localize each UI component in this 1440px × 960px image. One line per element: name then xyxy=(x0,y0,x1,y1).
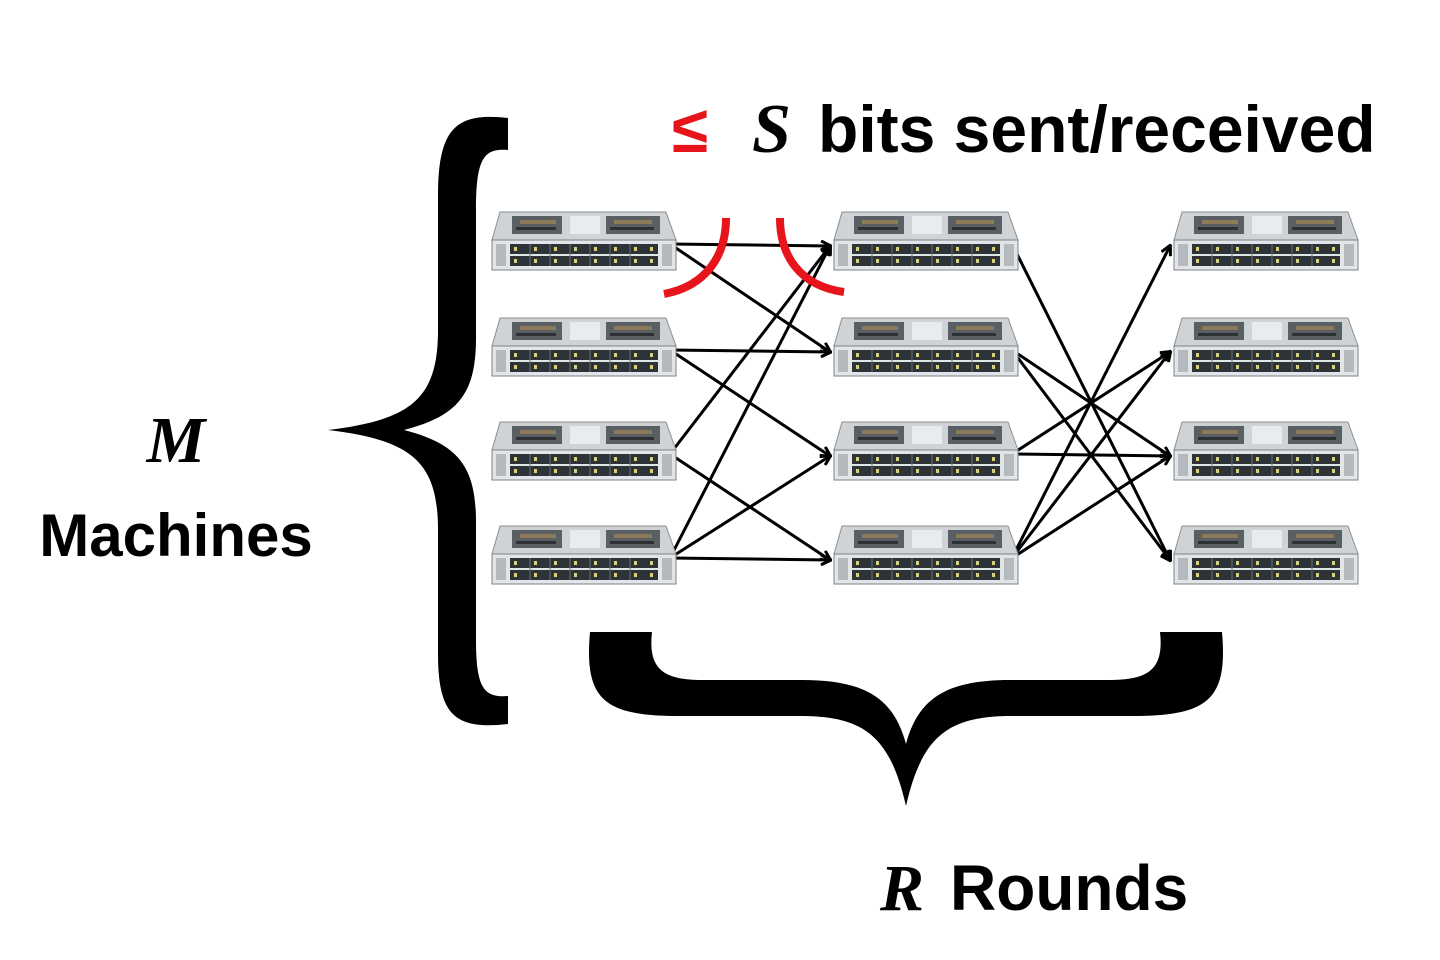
bandwidth-text: bits sent/received xyxy=(818,92,1376,166)
rounds-label: R Rounds xyxy=(879,852,1188,925)
machines-brace xyxy=(328,116,508,726)
message-arrow xyxy=(668,246,830,455)
server-rack-icon xyxy=(1173,421,1359,481)
connection-arrows xyxy=(668,242,1170,560)
server-rack-icon xyxy=(491,211,677,271)
rounds-variable: R xyxy=(879,852,924,925)
message-arrow xyxy=(669,558,830,560)
server-rack-icon xyxy=(833,525,1019,585)
rounds-brace xyxy=(589,632,1223,806)
message-arrow xyxy=(1011,456,1170,560)
receive-limit-arc xyxy=(776,217,845,296)
leq-symbol: ≤ xyxy=(672,92,708,166)
message-arrow xyxy=(669,244,830,246)
server-rack-icon xyxy=(833,421,1019,481)
bandwidth-variable: S xyxy=(752,91,791,168)
machines-grid xyxy=(491,211,1359,585)
server-rack-icon xyxy=(491,317,677,377)
message-arrow xyxy=(669,456,830,560)
server-rack-icon xyxy=(491,525,677,585)
server-rack-icon xyxy=(1173,211,1359,271)
machines-label: Machines xyxy=(39,502,312,569)
bandwidth-limit-marks xyxy=(663,217,845,298)
send-limit-arc xyxy=(663,217,730,298)
rounds-text: Rounds xyxy=(950,852,1188,924)
message-arrow xyxy=(1010,352,1170,559)
server-rack-icon xyxy=(1173,317,1359,377)
server-rack-icon xyxy=(833,317,1019,377)
server-rack-icon xyxy=(1173,525,1359,585)
machines-variable: M xyxy=(146,404,208,477)
server-rack-icon xyxy=(833,211,1019,271)
message-arrow xyxy=(1010,246,1170,559)
bandwidth-label: ≤ S bits sent/received xyxy=(672,91,1376,168)
server-rack-icon xyxy=(491,421,677,481)
message-arrow xyxy=(668,246,830,559)
message-arrow xyxy=(669,242,830,352)
